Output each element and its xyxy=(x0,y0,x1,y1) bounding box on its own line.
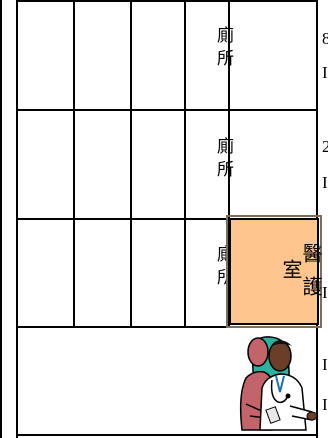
edge-text-3: 2 xyxy=(322,138,328,155)
toilet-label-3: 廁所 xyxy=(213,245,233,291)
doctor-nurse-icon xyxy=(239,336,318,431)
col-divider-1 xyxy=(73,0,75,327)
health-room-label: 醫護室 xyxy=(279,242,323,309)
edge-text-6: I xyxy=(322,356,328,373)
col-divider-4 xyxy=(228,0,230,327)
edge-text-2: I xyxy=(322,64,328,81)
row-divider-1 xyxy=(16,109,318,111)
toilet-label-1: 廁所 xyxy=(213,26,233,72)
frame-top xyxy=(16,0,318,2)
col-divider-2 xyxy=(130,0,132,327)
health-room: 醫護室 xyxy=(226,215,323,328)
toilet-label-2: 廁所 xyxy=(213,137,233,183)
row-divider-3 xyxy=(16,326,318,328)
edge-text-1: 8 xyxy=(322,30,328,47)
edge-text-5: I xyxy=(322,284,328,301)
edge-text-4: I xyxy=(322,174,328,191)
frame-left-outer xyxy=(0,0,2,438)
frame-bottom xyxy=(16,434,318,436)
row-divider-2 xyxy=(16,218,318,220)
edge-text-7: I xyxy=(322,396,328,413)
col-divider-3 xyxy=(184,0,186,327)
